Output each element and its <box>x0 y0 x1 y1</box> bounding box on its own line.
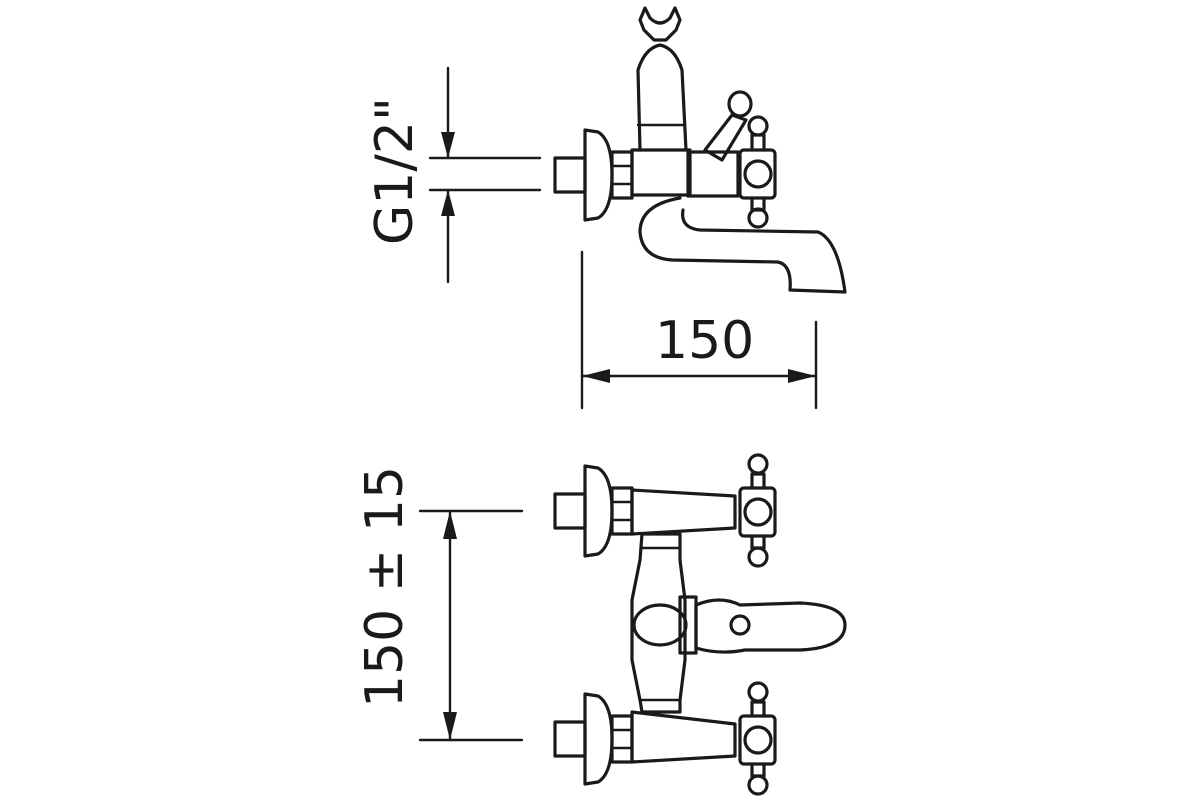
diverter-lever <box>703 113 748 162</box>
arrow-right <box>788 369 816 383</box>
diverter-knob <box>727 90 753 118</box>
lower-pipe-stub <box>553 720 587 758</box>
lower-handle-hub <box>738 714 777 766</box>
shower-holder-stem <box>636 43 688 152</box>
handle-cap <box>743 159 773 189</box>
center-distance-dimension: 150 ± 15 <box>355 466 524 742</box>
lower-arm <box>630 710 737 764</box>
pipe-stub <box>553 156 587 194</box>
wall-flange <box>583 128 614 222</box>
upper-flange <box>583 464 614 558</box>
shower-hook <box>638 6 682 42</box>
spout-dimension: 150 <box>580 250 818 410</box>
mixer-body <box>630 148 692 197</box>
upper-pipe-stub <box>553 492 587 530</box>
cross-handle-hub <box>738 148 777 200</box>
valve-body <box>686 150 740 198</box>
arrow-up <box>441 190 455 216</box>
spout-front <box>694 598 847 654</box>
front-view <box>553 453 847 796</box>
arrow-left <box>582 369 610 383</box>
hex-nut <box>610 150 634 200</box>
vertical-column <box>630 532 687 714</box>
arrow-up <box>443 511 457 539</box>
thread-label: G1/2" <box>365 97 425 245</box>
side-view <box>553 6 847 294</box>
upper-handle-hub <box>738 486 777 538</box>
arrow-down <box>441 132 455 158</box>
center-distance-label: 150 ± 15 <box>355 466 415 708</box>
arrow-down <box>443 712 457 740</box>
spout <box>638 196 847 294</box>
thread-dimension: G1/2" <box>365 66 542 284</box>
lower-flange <box>583 692 614 786</box>
upper-arm <box>630 488 737 536</box>
spout-projection-label: 150 <box>655 311 754 371</box>
